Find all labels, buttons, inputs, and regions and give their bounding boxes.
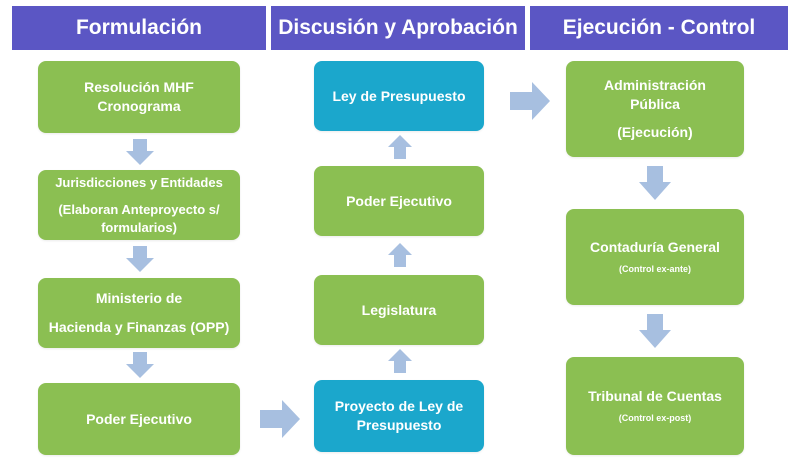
box-ministerio: Ministerio de Hacienda y Finanzas (OPP)	[38, 278, 240, 348]
box-poder-ejecutivo-formulacion-line1: Poder Ejecutivo	[86, 410, 192, 427]
box-poder-ejecutivo-discusion: Poder Ejecutivo	[314, 166, 484, 236]
box-contaduria-line1: Contaduría General	[590, 239, 720, 256]
box-contaduria-note: (Control ex-ante)	[619, 264, 691, 275]
arrow-up-1	[388, 135, 412, 159]
box-administracion-line3: (Ejecución)	[617, 124, 693, 141]
arrow-right-1	[260, 400, 300, 438]
box-administracion-line1: Administración	[604, 76, 706, 93]
box-contaduria-general: Contaduría General (Control ex-ante)	[566, 209, 744, 305]
header-ejecucion-control: Ejecución - Control	[530, 6, 788, 50]
box-resolucion-line2: Cronograma	[97, 98, 181, 114]
arrow-down-5	[639, 314, 671, 348]
header-discusion-aprobacion: Discusión y Aprobación	[271, 6, 527, 50]
arrow-right-2	[510, 82, 550, 120]
arrow-down-3	[126, 352, 154, 378]
box-ley-presupuesto: Ley de Presupuesto	[314, 61, 484, 131]
box-tribunal-note: (Control ex-post)	[618, 413, 692, 424]
box-resolucion-mhf: Resolución MHF Cronograma	[38, 61, 240, 133]
box-proyecto-ley: Proyecto de Ley de Presupuesto	[314, 380, 484, 452]
box-jurisdicciones-line2: (Elaboran Anteproyecto s/	[58, 202, 220, 218]
box-jurisdicciones-line3: formularios)	[101, 219, 177, 235]
box-jurisdicciones: Jurisdicciones y Entidades (Elaboran Ant…	[38, 170, 240, 240]
arrow-down-4	[639, 166, 671, 200]
arrow-down-2	[126, 246, 154, 272]
box-administracion-publica: Administración Pública (Ejecución)	[566, 61, 744, 157]
header-formulacion: Formulación	[12, 6, 268, 50]
box-tribunal-line1: Tribunal de Cuentas	[588, 388, 722, 405]
box-proyecto-ley-line1: Proyecto de Ley de	[334, 398, 464, 415]
box-tribunal-cuentas: Tribunal de Cuentas (Control ex-post)	[566, 357, 744, 455]
box-jurisdicciones-line1: Jurisdicciones y Entidades	[55, 174, 223, 190]
box-ministerio-line2: Hacienda y Finanzas (OPP)	[48, 319, 230, 335]
arrow-up-2	[388, 243, 412, 267]
box-ley-presupuesto-line1: Ley de Presupuesto	[332, 87, 466, 104]
box-poder-ejecutivo-formulacion: Poder Ejecutivo	[38, 383, 240, 455]
arrow-up-3	[388, 349, 412, 373]
box-resolucion-line1: Resolución MHF	[84, 79, 194, 96]
box-administracion-line2: Pública	[630, 95, 680, 112]
arrow-down-1	[126, 139, 154, 165]
box-legislatura-line1: Legislatura	[361, 301, 437, 318]
box-ministerio-line1: Ministerio de	[95, 290, 183, 307]
box-legislatura: Legislatura	[314, 275, 484, 345]
box-proyecto-ley-line2: Presupuesto	[356, 417, 442, 433]
box-poder-ejecutivo-discusion-line1: Poder Ejecutivo	[346, 192, 452, 209]
